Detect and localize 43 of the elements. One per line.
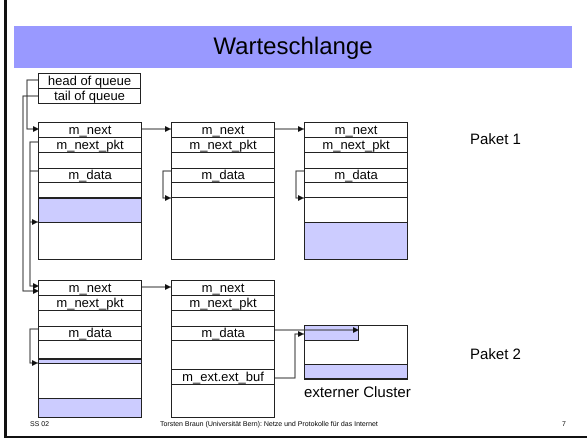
- pointer-field: m_next_pkt: [172, 296, 274, 311]
- arrow: [274, 331, 304, 378]
- pointer-field: m_ext.ext_buf: [172, 369, 274, 385]
- cluster-data-fill: [305, 326, 359, 341]
- pointer-field: m_next_pkt: [39, 296, 141, 311]
- pointer-field: m_data: [172, 326, 274, 341]
- arrow: [162, 170, 172, 201]
- pointer-field: m_next: [39, 123, 141, 138]
- pointer-field: m_next: [172, 281, 274, 296]
- data-area: [39, 358, 141, 417]
- arrow: [30, 142, 40, 289]
- arrow: [274, 126, 304, 132]
- buffer-box: [171, 280, 275, 418]
- pointer-field: m_next: [39, 281, 141, 296]
- arrow: [274, 327, 360, 333]
- buffer-box: [304, 325, 408, 380]
- pointer-field: m_data: [172, 168, 274, 183]
- queue-pointer-field: head of queue: [38, 73, 141, 89]
- buffer-box: [38, 122, 142, 260]
- pointer-field: m_data: [39, 168, 141, 183]
- buffer-box: [38, 280, 142, 418]
- pointer-field: m_next_pkt: [172, 138, 274, 153]
- packet-label: Paket 2: [470, 347, 521, 362]
- arrow: [26, 80, 40, 132]
- pointer-field: m_data: [305, 168, 407, 183]
- arrow: [30, 170, 38, 225]
- node-label: externer Cluster: [304, 385, 411, 400]
- packet-label: Paket 1: [470, 132, 521, 147]
- arrow: [30, 328, 38, 366]
- pointer-field: m_next_pkt: [305, 138, 407, 153]
- arrow: [142, 126, 172, 132]
- arrow: [22, 96, 40, 294]
- pointer-field: m_next: [172, 123, 274, 138]
- arrow: [142, 284, 172, 290]
- queue-pointer-field: tail of queue: [38, 88, 141, 104]
- pointer-field: m_data: [39, 326, 141, 341]
- buffer-box: [304, 122, 408, 260]
- title: Warteschlange: [213, 35, 373, 59]
- buffer-box: [171, 122, 275, 260]
- pointer-field: m_next_pkt: [39, 138, 141, 153]
- data-area: [305, 197, 407, 259]
- pointer-field: m_next: [305, 123, 407, 138]
- arrow: [296, 170, 304, 201]
